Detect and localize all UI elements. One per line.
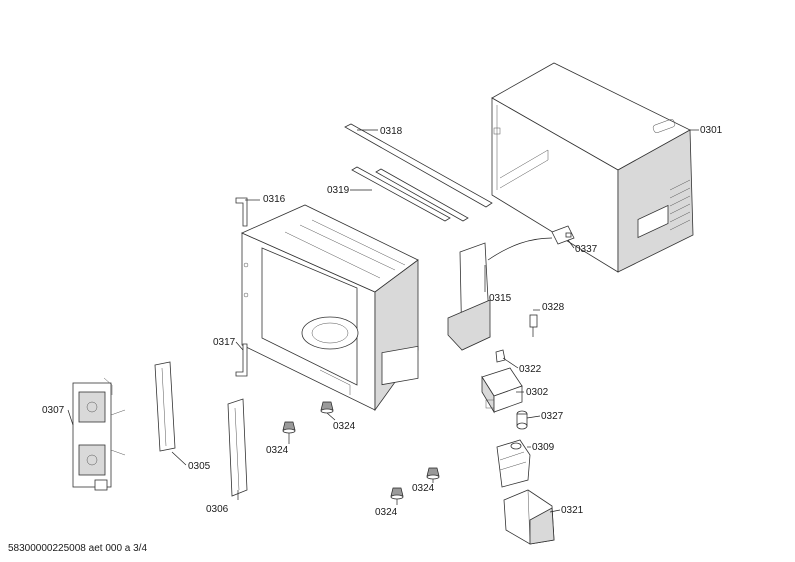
part-0316-bracket <box>235 197 248 227</box>
label-0324-c: 0324 <box>412 483 435 494</box>
document-reference-footer: 58300000225008 aet 000 a 3/4 <box>8 543 147 554</box>
oven-cavity-chassis <box>241 204 419 412</box>
label-0327: 0327 <box>541 411 564 422</box>
part-0317-bracket <box>235 343 248 377</box>
part-0324-foot-2 <box>282 421 296 434</box>
part-0309-magnetron <box>496 439 531 488</box>
label-0302: 0302 <box>526 387 549 398</box>
part-0302-transformer <box>481 367 523 414</box>
part-0307-door-lock <box>72 377 126 491</box>
label-0324-d: 0324 <box>375 507 398 518</box>
part-0306-door-strip <box>227 398 248 497</box>
part-0321-waveguide <box>503 489 555 545</box>
part-0327-capacitor <box>516 410 528 430</box>
part-0318-rail <box>344 123 493 208</box>
part-0324-foot-4 <box>390 487 404 500</box>
label-0317: 0317 <box>213 337 236 348</box>
part-0322-clip <box>495 349 506 363</box>
label-0328: 0328 <box>542 302 565 313</box>
label-0324-b: 0324 <box>266 445 289 456</box>
label-0322: 0322 <box>519 364 542 375</box>
label-0305: 0305 <box>188 461 211 472</box>
label-0324-a: 0324 <box>333 421 356 432</box>
part-0319-rails <box>351 166 469 222</box>
part-0324-foot-3 <box>426 467 440 480</box>
part-0337-power-cord-plug <box>487 225 575 261</box>
label-0309: 0309 <box>532 442 555 453</box>
leader-lines <box>67 129 699 513</box>
part-0315-side-panel <box>447 242 491 351</box>
label-0321: 0321 <box>561 505 584 516</box>
label-0316: 0316 <box>263 194 286 205</box>
label-0337: 0337 <box>575 244 598 255</box>
part-0305-door-strip <box>154 361 176 452</box>
label-0306: 0306 <box>206 504 229 515</box>
part-labels: 0301 0318 0319 0316 0337 0315 0328 0317 … <box>42 125 723 518</box>
label-0307: 0307 <box>42 405 65 416</box>
label-0319: 0319 <box>327 185 350 196</box>
part-0324-foot-1 <box>320 401 334 414</box>
vent-grille-icon <box>669 179 691 231</box>
part-0301-housing-cover <box>491 62 694 273</box>
part-0328-switch <box>529 314 538 337</box>
label-0318: 0318 <box>380 126 403 137</box>
label-0315: 0315 <box>489 293 512 304</box>
label-0301: 0301 <box>700 125 723 136</box>
